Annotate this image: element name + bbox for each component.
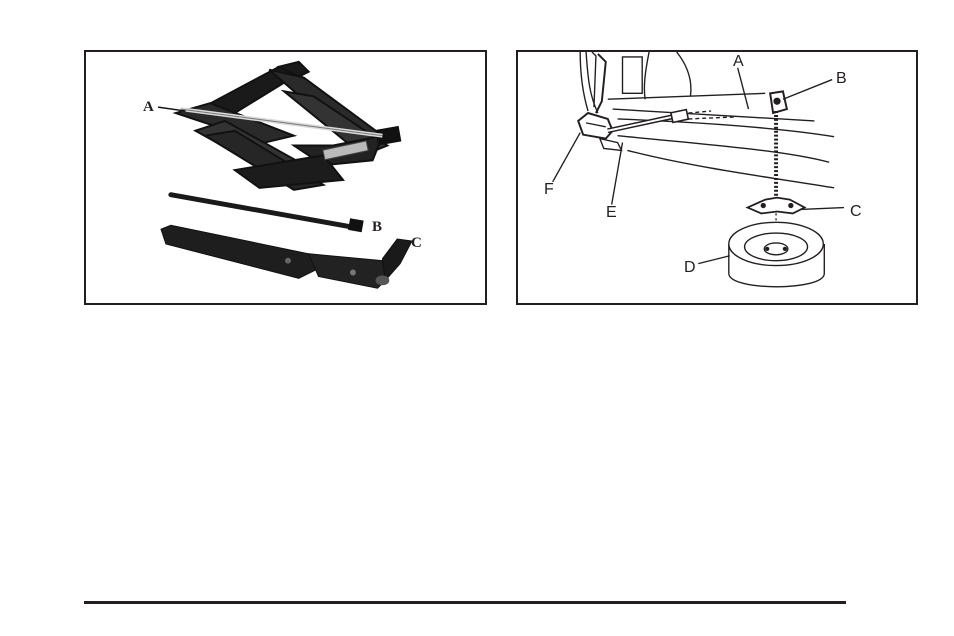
label-a: A [143, 100, 154, 115]
leader-line-b [783, 80, 832, 100]
leader-line-d [698, 256, 729, 264]
spare-tire [729, 222, 824, 286]
spare-tire-drawing [518, 52, 916, 303]
label-a: A [733, 54, 744, 70]
hoist-shaft-bracket [770, 91, 787, 113]
label-b: B [372, 220, 382, 235]
label-d: D [684, 260, 696, 276]
jack-tools-illustration: A B C [84, 50, 487, 305]
jack-head [578, 113, 621, 150]
footer-rule [84, 601, 846, 604]
extension-rod [171, 195, 364, 233]
label-e: E [606, 205, 617, 221]
leader-line-a [738, 68, 749, 109]
scissor-jack [176, 62, 400, 190]
leader-line-c [801, 208, 844, 210]
label-f: F [544, 182, 554, 198]
label-c: C [850, 204, 862, 220]
spare-tire-removal-illustration: A B C D E F [516, 50, 918, 305]
label-b: B [836, 71, 847, 87]
label-c: C [411, 236, 422, 251]
leader-line-e [612, 143, 623, 205]
extension-rod-assembly [608, 110, 736, 131]
jack-and-tools-drawing [86, 52, 485, 303]
leader-line-f [553, 133, 581, 182]
